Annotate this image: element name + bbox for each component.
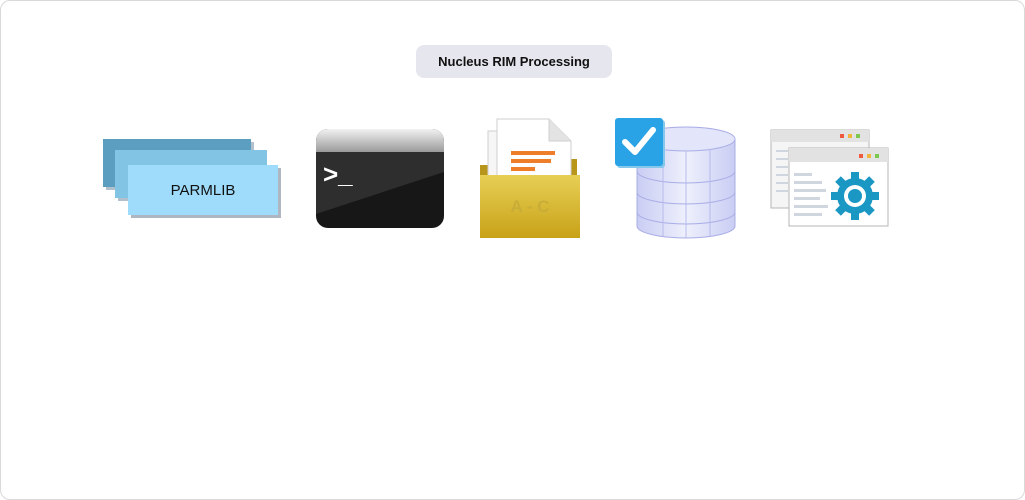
folder-node[interactable]: A - C <box>477 117 583 241</box>
diagram-title[interactable]: Nucleus RIM Processing <box>416 45 612 78</box>
terminal-icon: >_ <box>316 129 444 228</box>
stacked-pages-icon: PARMLIB <box>103 139 281 218</box>
checkbox-icon <box>615 118 665 168</box>
window-gear-icon <box>770 129 889 227</box>
gear-icon <box>831 172 879 220</box>
parmlib-node[interactable]: PARMLIB <box>101 137 283 221</box>
config-node[interactable] <box>769 128 891 230</box>
database-node[interactable] <box>613 116 739 242</box>
parmlib-label: PARMLIB <box>171 182 236 199</box>
folder-icon: A - C <box>480 118 580 238</box>
terminal-prompt: >_ <box>323 159 353 189</box>
database-check-icon <box>615 118 736 239</box>
folder-label: A - C <box>510 197 549 216</box>
terminal-node[interactable]: >_ <box>314 128 446 230</box>
